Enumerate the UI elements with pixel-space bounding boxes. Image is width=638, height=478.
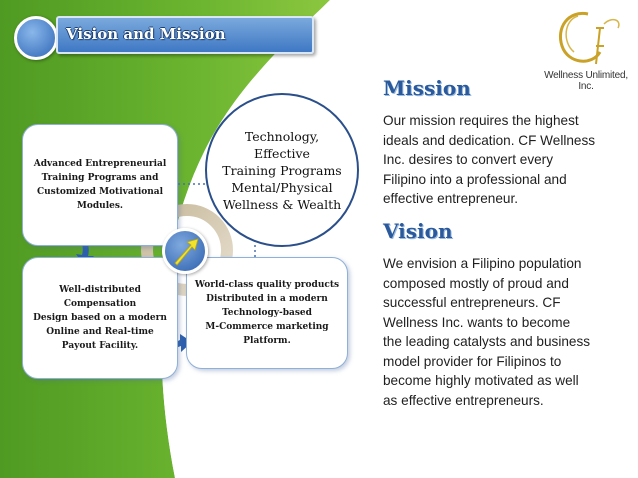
mission-line: effective entrepreneur. — [383, 191, 519, 206]
box-line: World-class quality products — [194, 280, 340, 290]
vision-line: successful entrepreneurs. CF — [383, 295, 561, 310]
circle-line: Training Programs — [222, 162, 342, 178]
page-title: Vision and Mission — [66, 25, 226, 43]
box-quality-products: World-class quality products Distributed… — [186, 257, 348, 369]
box-line: Platform. — [243, 336, 291, 346]
yellow-arrow-icon — [174, 238, 199, 266]
mission-text: Our mission requires the highest ideals … — [383, 111, 623, 209]
vision-line: the leading catalysts and business — [383, 334, 591, 349]
box-line: Design based on a modern — [33, 313, 167, 323]
box-line: Modules. — [76, 201, 124, 211]
box-training-programs: Advanced Entrepreneurial Training Progra… — [22, 124, 178, 246]
circle-line: Wellness & Wealth — [222, 196, 342, 212]
box-compensation-design: Well-distributed Compensation Design bas… — [22, 257, 178, 379]
box-line: Training Programs and — [41, 173, 159, 183]
mission-line: Inc. desires to convert every — [383, 152, 553, 167]
vision-heading: Vision — [383, 219, 453, 243]
center-circle: Technology, Effective Training Programs … — [205, 93, 359, 247]
header-bar — [56, 16, 314, 54]
circle-line: Mental/Physical — [231, 179, 333, 195]
vision-line: We envision a Filipino population — [383, 256, 582, 271]
box-line: Distributed in a modern — [206, 294, 328, 304]
box-line: Advanced Entrepreneurial — [33, 159, 167, 169]
white-swoosh-edge — [161, 0, 350, 478]
header-circle-icon — [14, 16, 58, 60]
vision-line: composed mostly of proud and — [383, 275, 569, 291]
cf-logo-icon — [559, 11, 620, 65]
vision-line: as effective entrepreneurs. — [383, 392, 544, 408]
center-arrow-button — [162, 228, 208, 274]
box-line: Online and Real-time — [46, 327, 154, 337]
vision-line: Wellness Inc. wants to become — [383, 314, 571, 330]
vision-line: become highly motivated as well — [383, 373, 579, 388]
mission-line: Filipino into a professional and — [383, 171, 567, 187]
mission-line: Our mission requires the highest — [383, 113, 579, 128]
vision-line: model provider for Filipinos to — [383, 353, 562, 369]
box-line: M-Commerce marketing — [205, 322, 329, 332]
logo-text: Wellness Unlimited, Inc. — [544, 70, 628, 92]
box-line: Technology-based — [222, 308, 312, 318]
vision-text: We envision a Filipino population compos… — [383, 254, 623, 410]
mission-line: ideals and dedication. CF Wellness — [383, 132, 596, 148]
box-line: Payout Facility. — [61, 341, 139, 351]
circle-line: Technology, Effective — [244, 128, 320, 161]
box-line: Well-distributed Compensation — [59, 285, 141, 309]
box-line: Customized Motivational — [36, 187, 164, 197]
mission-heading: Mission — [383, 76, 471, 100]
